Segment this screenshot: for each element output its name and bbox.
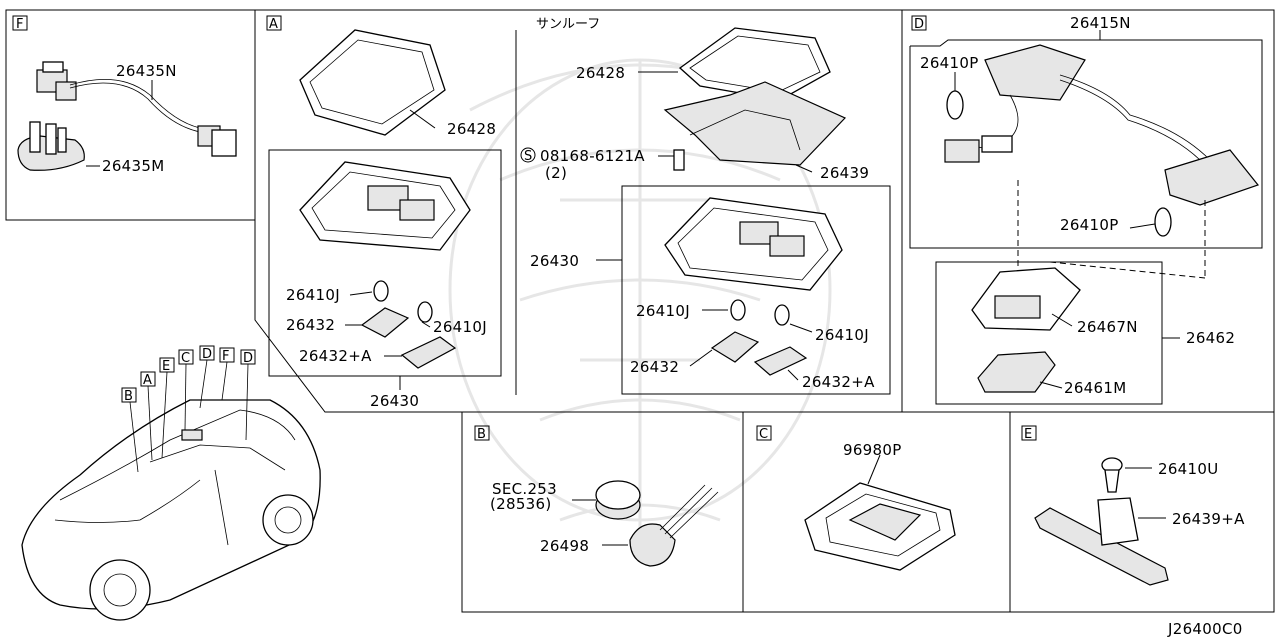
part-label-26435M: 26435M [102,157,164,175]
part-label-26435N: 26435N [116,62,177,80]
part-label-26498: 26498 [540,537,589,555]
sub-box-d-upper [909,39,1263,249]
car-callout-d2: D [243,351,253,366]
section-a: A 26428 26410J 26410J 26432 26432+A 2643… [266,15,502,410]
bulb-26410P-1 [946,90,964,120]
watermark-emblem [448,58,832,540]
harness-26435N [36,61,237,157]
part-label-26410U: 26410U [1158,460,1219,478]
bolt-08168 [673,149,685,171]
lens-frame-26428-a [299,29,446,136]
section-tag-a-box [266,15,282,31]
car-overview: B A E C D F D [21,345,321,621]
bracket-26435M [17,121,85,171]
part-label-26430-a: 26430 [370,392,419,410]
lens-26432-a [360,307,410,338]
part-label-96980P: 96980P [843,441,902,459]
map-lamp-housing-a [299,161,471,251]
lens-26432-s [710,331,760,363]
harness-26415N [944,44,1260,206]
lens-26432A-a [400,336,457,369]
sub-box-d-lower [935,261,1163,405]
map-lamp-housing-s [664,197,843,291]
part-label-sec253: SEC.253 [492,480,557,498]
frame-lines [5,9,1275,613]
part-label-26410J-s2: 26410J [815,326,869,344]
car-callouts: B A E C D F D [121,345,256,404]
car-front-wheel [89,559,151,621]
car-callout-d: D [202,347,212,362]
car-callout-f: F [222,349,229,364]
part-label-26415N: 26415N [1070,14,1131,32]
bolt-symbol: S [524,149,532,164]
part-label-26432-a: 26432 [286,316,335,334]
bracket-26439A [1034,497,1169,586]
part-label-26428-a: 26428 [447,120,496,138]
car-callout-e: E [162,359,170,374]
part-label-26428-s: 26428 [576,64,625,82]
part-label-26410J-a2: 26410J [433,318,487,336]
lens-26432A-s [753,346,808,376]
car-callout-c: C [181,351,190,366]
section-tag-f-box [12,15,28,31]
part-label-26439A: 26439+A [1172,510,1245,528]
part-label-26430-s: 26430 [530,252,579,270]
section-tag-b: B [477,427,486,442]
section-tag-a: A [269,17,278,32]
part-label-08168: 08168-6121A [540,147,645,165]
car-callout-lines [129,359,249,473]
bolt-symbol-circle [520,147,536,163]
bulbs-26410J-a [373,280,433,323]
section-tag-d: D [914,17,924,32]
part-label-08168-qty: (2) [545,164,567,182]
sub-box-a [268,149,502,377]
section-tag-c: C [759,427,768,442]
car-rear-wheel [262,494,314,546]
section-tag-b-box [474,425,490,441]
section-b: B SEC.253 (28536) 26498 [474,425,719,567]
part-label-26410P-2: 26410P [1060,216,1119,234]
bracket-26439 [663,81,847,166]
diagram-code: J26400C0 [1167,620,1243,638]
car-sunroof [181,429,203,441]
part-label-26432-s: 26432 [630,358,679,376]
section-tag-f: F [16,17,23,32]
part-label-26439: 26439 [820,164,869,182]
sunroof-label: サンルーフ [536,17,600,32]
part-label-28536: (28536) [490,495,552,513]
car-callout-a: A [143,373,152,388]
part-label-26432A-s: 26432+A [802,373,875,391]
trim-96980P [804,482,956,571]
sub-box-sunroof [621,185,891,395]
section-d: D 26415N 26410P 26410P 26467N 26462 [909,14,1263,405]
car-callout-b: B [124,389,133,404]
sensor-26498 [629,484,719,567]
lens-26461M [977,351,1056,393]
part-label-26467N: 26467N [1077,318,1138,336]
section-c: C 96980P [756,425,956,571]
part-label-26432A-a: 26432+A [299,347,372,365]
bulb-26410P-2 [1154,207,1172,237]
section-e: E 26410U 26439+A [1021,425,1245,586]
bulbs-26410J-s [730,299,790,326]
lens-frame-26428-s [678,27,831,101]
clip-26410U [1101,457,1123,493]
part-label-26410J-s1: 26410J [636,302,690,320]
section-tag-d-box [911,15,927,31]
section-tag-e-box [1021,425,1037,441]
section-f: F 26435N 26435M [12,15,237,175]
section-sunroof: サンルーフ 26428 S 08168-6121A (2) 26439 2643… [520,17,891,395]
part-label-26461M: 26461M [1064,379,1126,397]
part-label-26410J-a1: 26410J [286,286,340,304]
sensor-28536 [595,480,641,520]
part-label-26462: 26462 [1186,329,1235,347]
section-tag-c-box [756,425,772,441]
section-tag-e: E [1024,427,1032,442]
part-label-26410P-1: 26410P [920,54,979,72]
